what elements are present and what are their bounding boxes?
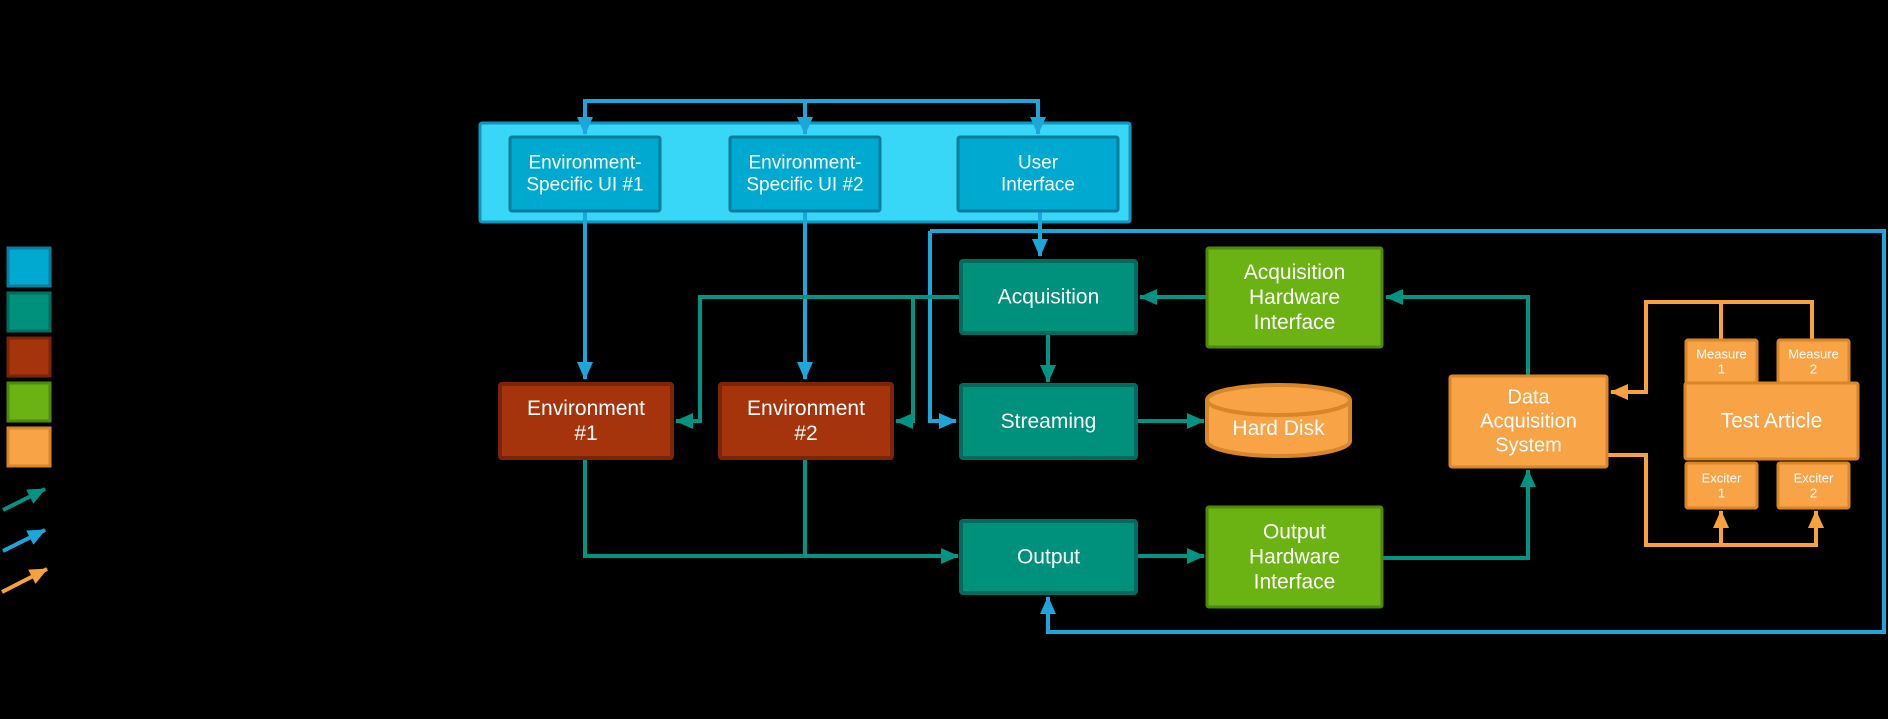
node-acquisition-hardware-interface-box	[1205, 246, 1384, 349]
node-test-article-box	[1683, 381, 1860, 461]
node-environment-1-label: Environment	[527, 397, 645, 420]
edge-layer	[577, 99, 1886, 634]
node-acquisition-label: Acquisition	[998, 286, 1100, 309]
node-env-specific-ui-2-box	[728, 135, 882, 213]
node-measure-2-label: 2	[1810, 362, 1817, 377]
node-env-specific-ui-1-box	[508, 135, 662, 213]
node-measure-1-label: Measure	[1696, 347, 1747, 362]
edge-environments-to-output	[583, 456, 959, 564]
node-output-box	[959, 519, 1138, 595]
node-measure-2-label: Measure	[1788, 347, 1839, 362]
node-user-interface-box	[956, 135, 1120, 213]
node-acquisition: Acquisition	[959, 259, 1138, 335]
edge-legend-arrow-teal	[2, 487, 46, 512]
node-exciter-2-box	[1776, 461, 1851, 510]
node-user-interface-label: Interface	[1001, 175, 1075, 196]
node-test-article: Test Article	[1683, 381, 1860, 461]
node-environment-1-box	[498, 382, 674, 460]
node-env-specific-ui-1-label: Environment-	[529, 153, 642, 174]
edge-ohi-to-das	[1380, 469, 1536, 560]
edge-das-to-exciter2	[1607, 453, 1824, 547]
node-environment-2-box	[718, 382, 894, 460]
node-environment-2-label: #2	[794, 422, 817, 445]
node-acquisition-hardware-interface-label: Hardware	[1249, 286, 1340, 309]
node-streaming: Streaming	[959, 383, 1138, 460]
node-exciter-1-label: 1	[1718, 486, 1725, 501]
node-output-label: Output	[1017, 546, 1080, 569]
node-output: Output	[959, 519, 1138, 595]
edge-das-to-ahi	[1385, 289, 1530, 378]
edge-ui-side-bus-to-output	[930, 229, 1886, 634]
legend-swatch-red	[6, 336, 52, 378]
node-env-specific-ui-1: Environment-Specific UI #1	[508, 135, 662, 213]
node-measure-1-box	[1684, 338, 1759, 385]
node-env-specific-ui-1-label: Specific UI #1	[526, 175, 643, 196]
legend-swatch-cyan	[6, 246, 52, 288]
node-streaming-box	[959, 383, 1138, 460]
cylinder-top	[1205, 383, 1352, 417]
node-output-hardware-interface-label: Hardware	[1249, 546, 1340, 569]
edge-acquisition-to-environment2	[895, 297, 915, 429]
legend-layer	[1, 246, 52, 594]
node-acquisition-box	[959, 259, 1138, 335]
node-measure-1-label: 1	[1718, 362, 1725, 377]
node-acquisition-hardware-interface-label: Interface	[1254, 311, 1336, 334]
node-exciter-2-label: Exciter	[1794, 471, 1834, 486]
edge-ui-bus-to-streaming	[928, 231, 957, 429]
edge-legend-arrow-blue	[2, 528, 46, 553]
node-environment-2-label: Environment	[747, 397, 865, 420]
node-exciter-1-box	[1684, 461, 1759, 510]
node-hard-disk: Hard Disk	[1205, 383, 1352, 458]
node-data-acquisition-system-label: System	[1495, 435, 1562, 457]
node-data-acquisition-system-label: Data	[1507, 387, 1550, 409]
node-output-hardware-interface-label: Interface	[1254, 571, 1336, 594]
node-layer: Environment-Specific UI #1Environment-Sp…	[498, 135, 1860, 609]
node-env-specific-ui-2-label: Environment-	[749, 153, 862, 174]
node-user-interface-label: User	[1018, 153, 1059, 174]
node-data-acquisition-system-box	[1448, 374, 1609, 469]
node-environment-2: Environment#2	[718, 382, 894, 460]
node-env-specific-ui-2: Environment-Specific UI #2	[728, 135, 882, 213]
node-data-acquisition-system-label: Acquisition	[1480, 411, 1577, 433]
node-hard-disk-label: Hard Disk	[1232, 417, 1325, 440]
node-env-specific-ui-2-label: Specific UI #2	[746, 175, 863, 196]
node-measure-2-box	[1776, 338, 1851, 385]
node-exciter-1-label: Exciter	[1702, 471, 1742, 486]
edge-acquisition-to-environment1	[675, 295, 961, 429]
node-streaming-label: Streaming	[1001, 410, 1097, 433]
node-environment-1-label: #1	[574, 422, 597, 445]
node-exciter-2-label: 2	[1810, 486, 1817, 501]
legend-swatch-orange	[6, 426, 52, 468]
node-environment-1: Environment#1	[498, 382, 674, 460]
node-output-hardware-interface-label: Output	[1263, 521, 1326, 544]
legend-swatch-teal	[6, 291, 52, 333]
legend-swatch-green	[6, 381, 52, 423]
edge-legend-arrow-orange	[1, 567, 48, 594]
node-acquisition-hardware-interface-label: Acquisition	[1244, 261, 1346, 284]
edge-measures-to-das	[1610, 300, 1814, 400]
node-test-article-label: Test Article	[1721, 410, 1823, 433]
node-output-hardware-interface-box	[1205, 505, 1384, 609]
